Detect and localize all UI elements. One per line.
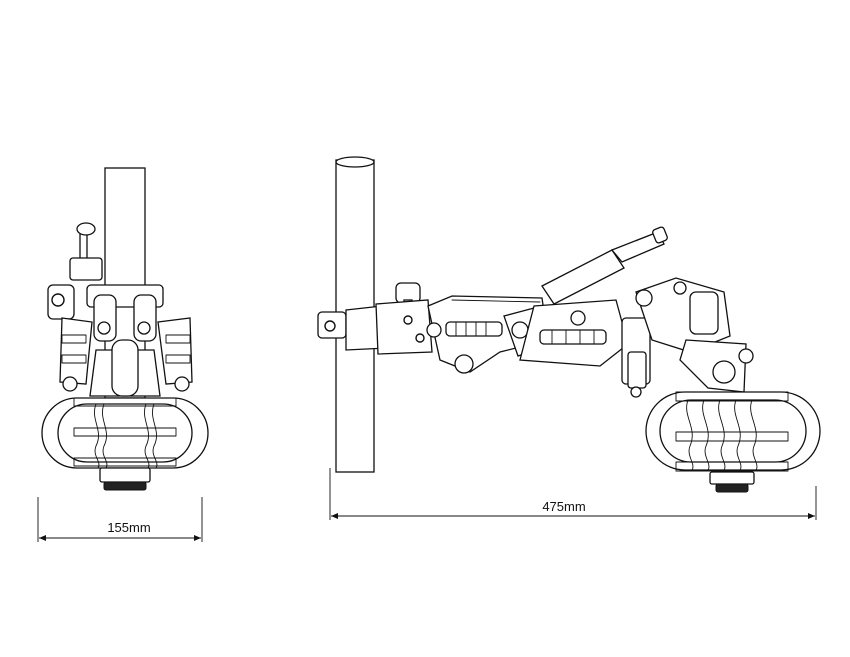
front-view: [41, 167, 209, 491]
front-dimension: 155mm: [37, 497, 203, 542]
front-width-label: 155mm: [107, 520, 150, 535]
side-view: [317, 156, 821, 493]
side-dimension: 475mm: [329, 468, 817, 520]
side-length-label: 475mm: [542, 499, 585, 514]
